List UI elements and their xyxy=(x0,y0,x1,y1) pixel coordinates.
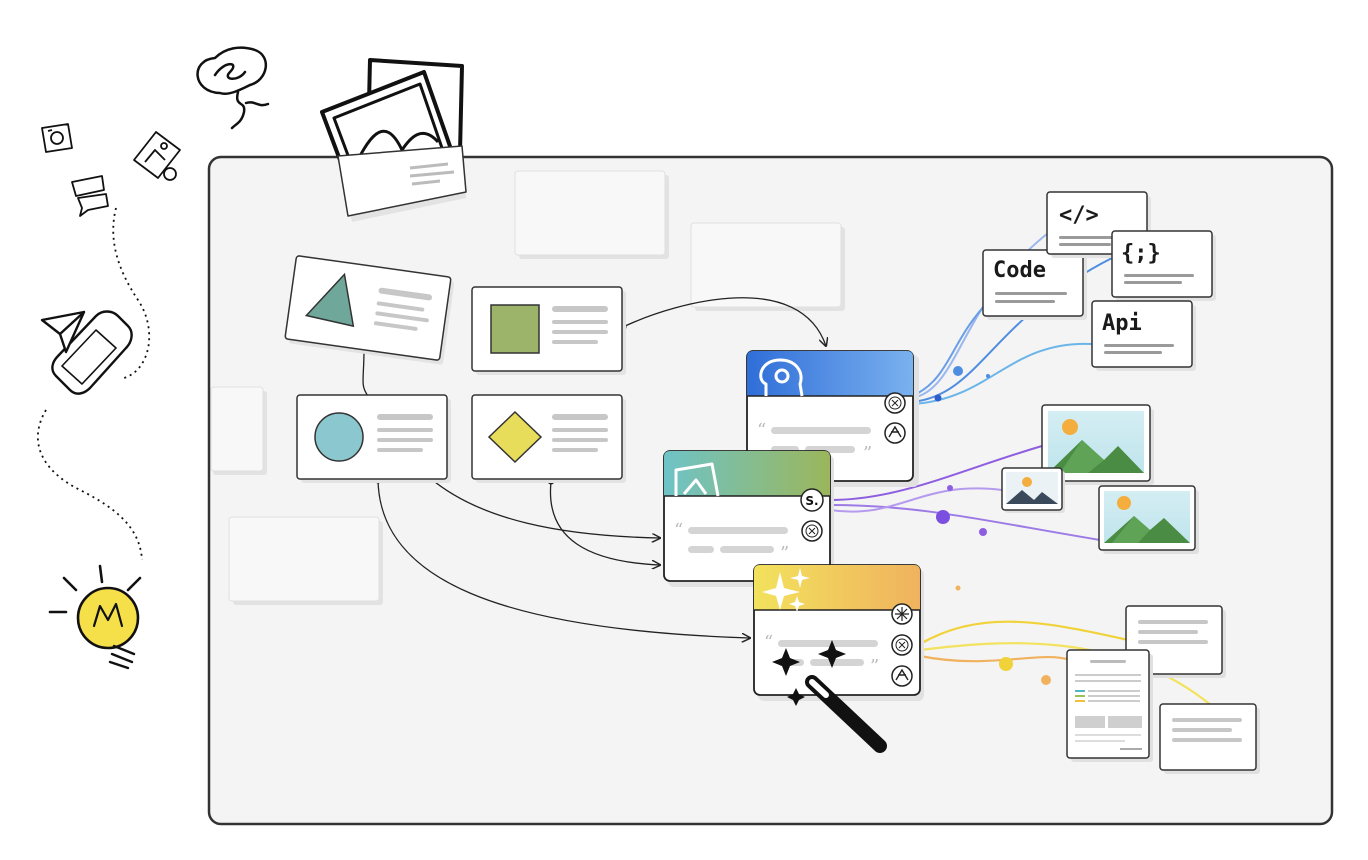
code-card-label: Code xyxy=(993,258,1046,283)
doodle-image-icon xyxy=(133,131,181,181)
triangle-shape xyxy=(304,272,355,328)
circle-shape xyxy=(314,412,364,462)
api-card: Api xyxy=(1091,300,1196,371)
svg-text:”: ” xyxy=(780,543,789,564)
purple-flow-lines xyxy=(829,445,1101,541)
flow-dot xyxy=(986,374,990,378)
code-card: Code xyxy=(982,249,1087,320)
flow-dot xyxy=(955,585,961,591)
flow-dot xyxy=(979,528,987,536)
sparkles-icon xyxy=(762,568,810,612)
braces-card-label: {;} xyxy=(1121,241,1161,266)
square-shape xyxy=(490,304,540,354)
flow-dot xyxy=(936,510,950,524)
dotted-trail-top xyxy=(112,207,151,379)
html-tag-card-label: </> xyxy=(1059,203,1099,228)
circle-card xyxy=(296,394,451,483)
flow-dot xyxy=(953,366,963,376)
flow-dot xyxy=(999,657,1013,671)
photo-stack-illustration xyxy=(320,58,467,222)
magic-node-card: “ ” xyxy=(753,564,924,701)
svg-text:“: “ xyxy=(674,520,683,541)
model-badge-mistral-icon xyxy=(884,422,906,444)
model-badge-mistral-icon xyxy=(891,665,913,687)
lightbulb-icon xyxy=(48,564,142,670)
landscape-image-small xyxy=(1001,467,1065,513)
service-badge-label: S. xyxy=(805,494,818,508)
landscape-image-medium xyxy=(1098,485,1199,554)
triangle-card xyxy=(284,255,455,365)
magic-wand-icon xyxy=(772,640,887,753)
placeholder-cards xyxy=(210,170,845,605)
flow-dot xyxy=(1041,675,1051,685)
svg-text:”: ” xyxy=(870,656,879,677)
svg-text:“: “ xyxy=(764,632,773,653)
api-card-label: Api xyxy=(1102,311,1142,336)
doodle-camera-icon xyxy=(41,123,73,153)
braces-card: {;} xyxy=(1111,230,1216,301)
diamond-shape xyxy=(487,410,543,464)
document-page xyxy=(1066,649,1153,762)
square-card xyxy=(471,286,626,375)
flow-dot xyxy=(934,394,942,402)
image-node-card: S. “ ” xyxy=(663,450,834,587)
image-icon xyxy=(674,462,720,497)
service-badge xyxy=(800,488,824,512)
doodle-send-device-icon xyxy=(40,310,133,395)
svg-text:“: “ xyxy=(757,420,766,441)
document-card-right xyxy=(1159,703,1260,774)
flow-dot xyxy=(947,485,953,491)
doodle-chat-icon xyxy=(71,175,109,217)
diamond-card xyxy=(471,394,626,483)
gear-head-icon xyxy=(759,358,804,397)
dotted-trail-bottom xyxy=(37,409,143,561)
svg-text:”: ” xyxy=(863,443,872,464)
connectors xyxy=(362,297,826,638)
landscape-image-large xyxy=(1041,404,1154,485)
doodle-speech-bubble-icon xyxy=(196,46,270,130)
